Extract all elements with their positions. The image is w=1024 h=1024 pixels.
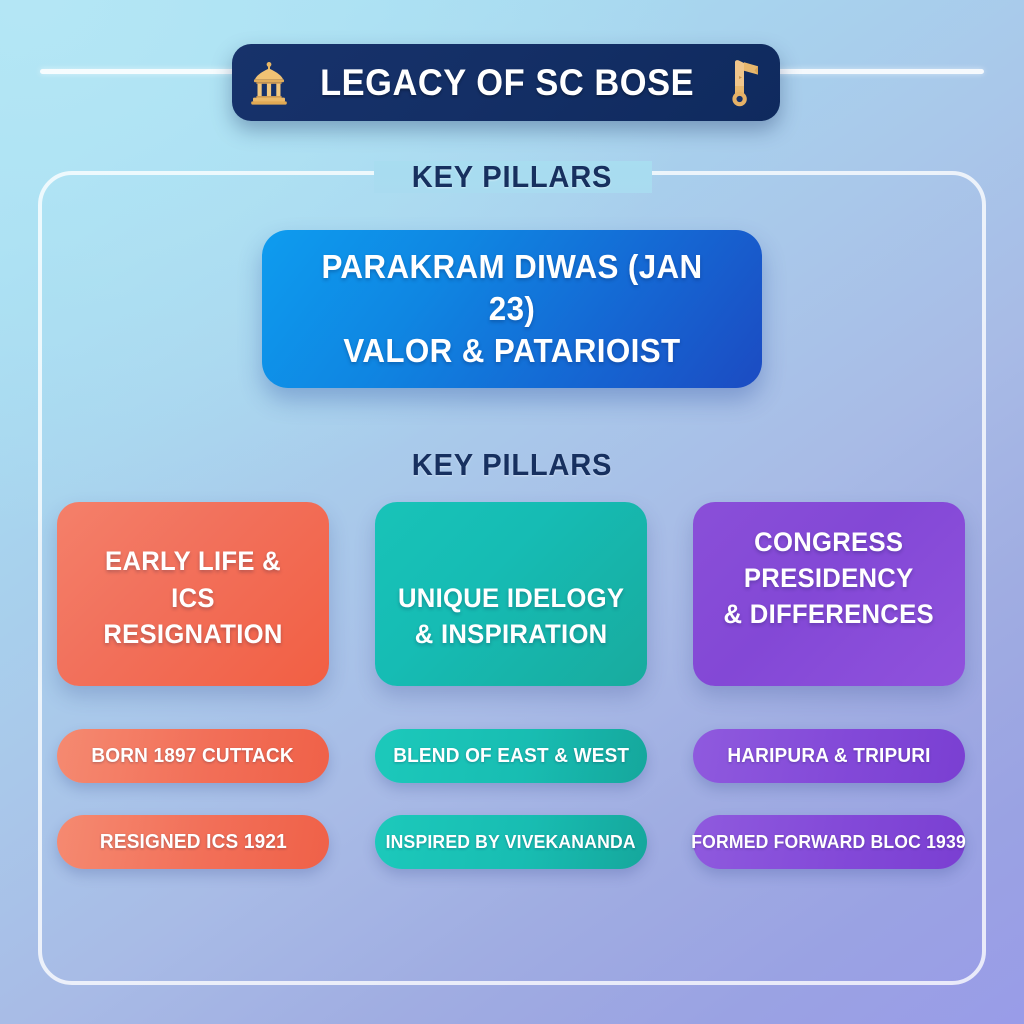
- hero-line-1: PARAKRAM DIWAS (JAN 23): [321, 247, 703, 327]
- header-rule-right: [769, 69, 984, 74]
- title-banner: LEGACY OF SC BOSE: [232, 44, 780, 121]
- section-heading-second: KEY PILLARS: [411, 447, 613, 482]
- section-heading-top: KEY PILLARS: [411, 159, 613, 194]
- pillar-card-ideology: UNIQUE IDELOGY & INSPIRATION: [375, 502, 647, 686]
- fact-pill-haripura-tripuri: HARIPURA & TRIPURI: [693, 729, 965, 783]
- pillar-line-2: PRESIDENCY: [744, 563, 914, 594]
- hero-card: PARAKRAM DIWAS (JAN 23) VALOR & PATARIOI…: [262, 230, 762, 388]
- fact-pill-forward-bloc: FORMED FORWARD BLOC 1939: [691, 815, 967, 869]
- classical-building-icon: [248, 61, 290, 105]
- pillar-card-text: UNIQUE IDELOGY & INSPIRATION: [398, 580, 624, 652]
- pillar-line-1: UNIQUE IDELOGY: [397, 582, 625, 613]
- fact-pill-label: INSPIRED BY VIVEKANANDA: [385, 831, 637, 852]
- header-rule-left: [40, 69, 255, 74]
- pillar-card-early-life: EARLY LIFE & ICS RESIGNATION: [57, 502, 329, 686]
- pillar-line-2: ICS RESIGNATION: [103, 582, 283, 649]
- page-title: LEGACY OF SC BOSE: [319, 61, 695, 103]
- pillar-line-3: & DIFFERENCES: [723, 599, 935, 630]
- fact-pill-label: FORMED FORWARD BLOC 1939: [691, 831, 967, 852]
- hero-card-text: PARAKRAM DIWAS (JAN 23) VALOR & PATARIOI…: [299, 246, 725, 373]
- hero-line-2: VALOR & PATARIOIST: [343, 332, 681, 370]
- fact-pill-label: BORN 1897 CUTTACK: [91, 744, 295, 767]
- fact-pill-label: HARIPURA & TRIPURI: [727, 744, 931, 767]
- fact-pill-label: BLEND OF EAST & WEST: [392, 744, 630, 767]
- fact-pill-born-1897: BORN 1897 CUTTACK: [57, 729, 329, 783]
- fact-pill-resigned-ics: RESIGNED ICS 1921: [57, 815, 329, 869]
- pillar-line-1: CONGRESS: [754, 527, 904, 557]
- pillar-card-text: EARLY LIFE & ICS RESIGNATION: [79, 543, 307, 652]
- pillar-line-1: EARLY LIFE &: [105, 546, 281, 577]
- pillar-line-2: & INSPIRATION: [414, 618, 608, 649]
- flag-icon: [724, 58, 764, 108]
- fact-pill-label: RESIGNED ICS 1921: [99, 830, 287, 853]
- fact-pill-inspired-vivekananda: INSPIRED BY VIVEKANANDA: [375, 815, 647, 869]
- pillar-card-text: CONGRESS PRESIDENCY & DIFFERENCES: [724, 524, 934, 633]
- fact-pill-blend-east-west: BLEND OF EAST & WEST: [375, 729, 647, 783]
- pillar-card-congress: CONGRESS PRESIDENCY & DIFFERENCES: [693, 502, 965, 686]
- heading-gap-mask: [374, 161, 652, 193]
